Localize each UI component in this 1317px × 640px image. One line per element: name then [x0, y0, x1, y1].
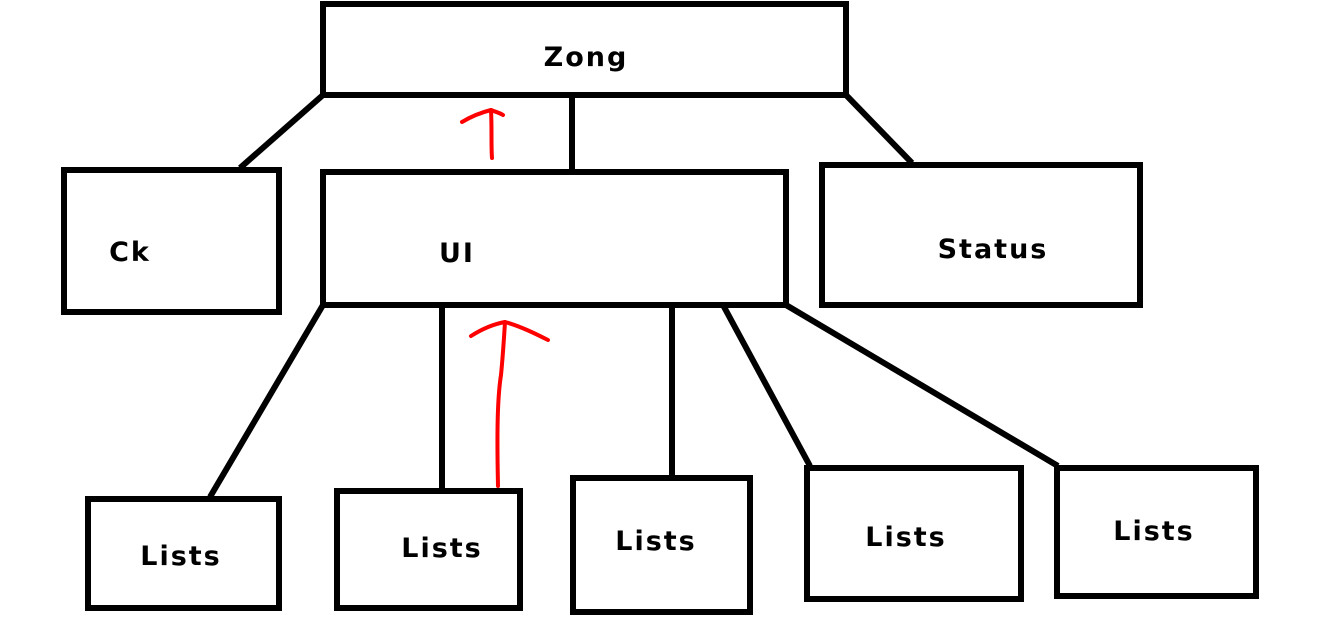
- node-lists-2: Lists: [334, 488, 523, 611]
- node-lists-box: [1054, 465, 1259, 599]
- node-lists-label: Lists: [401, 533, 483, 564]
- node-lists-3: Lists: [570, 475, 753, 615]
- node-ui-label: UI: [439, 238, 475, 269]
- node-lists-label: Lists: [615, 526, 697, 557]
- connector-zong-status: [843, 92, 915, 166]
- connector-ui-lists-4: [720, 303, 813, 468]
- node-lists-label: Lists: [865, 522, 947, 553]
- upward-arrow-icon: [469, 320, 550, 488]
- node-zong-label: Zong: [544, 42, 629, 73]
- node-ui: UI: [320, 169, 789, 308]
- connector-ui-lists-1: [207, 303, 326, 499]
- connector-ui-lists-5: [784, 302, 1060, 469]
- node-zong: Zong: [320, 1, 849, 98]
- node-zong-box: [320, 1, 849, 98]
- node-lists-box: [804, 465, 1024, 602]
- node-ui-box: [320, 169, 789, 308]
- node-lists-label: Lists: [1113, 516, 1195, 547]
- connector-zong-ck: [238, 92, 325, 171]
- node-lists-5: Lists: [1054, 465, 1259, 599]
- node-status-box: [819, 162, 1143, 308]
- node-lists-box: [334, 488, 523, 611]
- node-ck-label: Ck: [109, 237, 151, 268]
- node-lists-4: Lists: [804, 465, 1024, 602]
- node-ck: Ck: [61, 167, 282, 315]
- upward-arrow-icon: [460, 108, 505, 160]
- node-status: Status: [819, 162, 1143, 308]
- node-ck-box: [61, 167, 282, 315]
- node-lists-box: [570, 475, 753, 615]
- node-status-label: Status: [938, 234, 1049, 265]
- node-lists-label: Lists: [140, 541, 222, 572]
- node-lists-box: [85, 496, 282, 611]
- node-lists-1: Lists: [85, 496, 282, 611]
